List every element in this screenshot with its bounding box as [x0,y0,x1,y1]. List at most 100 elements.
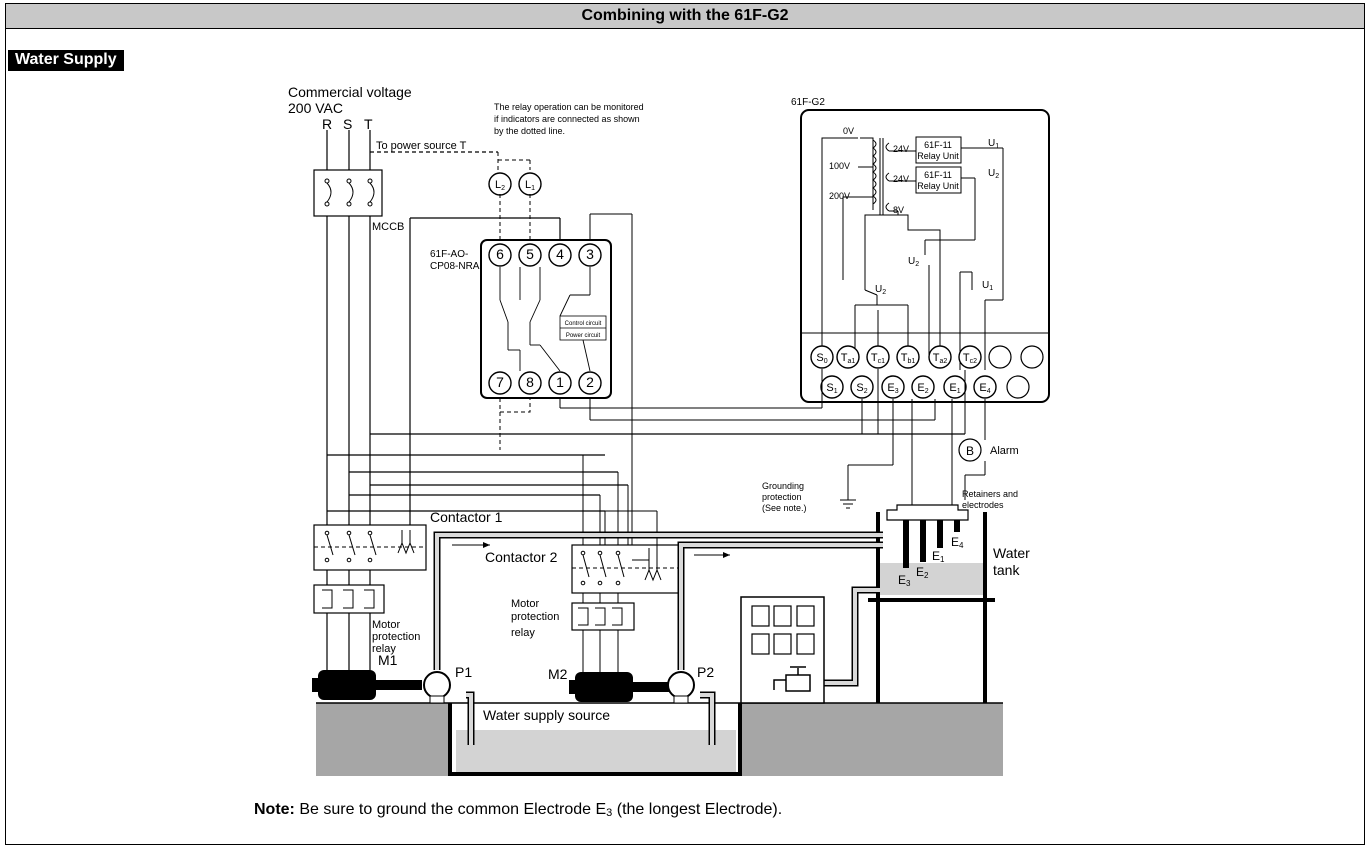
grounding-symbol [840,492,856,509]
svg-text:S0: S0 [816,352,827,365]
indicator-lamp-l1: L1 [518,172,542,196]
g2-terminal-e4: E4 [973,375,997,399]
phase-r: R [322,116,332,132]
note-text: Note: Be sure to ground the common Elect… [254,801,783,819]
svg-text:M2: M2 [548,666,568,682]
svg-text:Relay Unit: Relay Unit [917,151,959,161]
v200-label: 200V [829,191,850,201]
faucet-icon [773,666,811,692]
ao-terminal-5: 5 [518,243,542,267]
svg-text:E3: E3 [887,382,898,395]
svg-text:B: B [966,444,974,458]
water-tank-label-2: tank [993,562,1020,578]
svg-text:S1: S1 [826,382,837,395]
svg-text:P2: P2 [697,664,714,680]
relay-note-line3: by the dotted line. [494,126,565,136]
g2-terminal-ta2: Ta2 [928,345,952,369]
electrode-e2: E2 [916,565,929,580]
alarm-label: Alarm [990,445,1019,457]
g2-terminal-tb1: Tb1 [896,345,920,369]
voltage-value: 200 VAC [288,100,343,116]
diagram-frame: Combining with the 61F-G2 [5,3,1365,845]
water-supply-source-label: Water supply source [483,707,610,723]
electrode-e1: E1 [932,549,945,564]
svg-text:L2: L2 [495,179,505,192]
alarm-buzzer: B Alarm [958,438,1019,462]
svg-text:Tc1: Tc1 [871,352,885,365]
contact-u2-label-b: U2 [875,284,886,296]
g2-terminal-e1: E1 [943,375,967,399]
svg-text:Motor: Motor [511,598,539,610]
grounding-label-3: (See note.) [762,503,807,513]
relay-note-line1: The relay operation can be monitored [494,102,644,112]
svg-text:Ta2: Ta2 [933,352,948,365]
svg-text:Relay Unit: Relay Unit [917,181,959,191]
ao-model-line2: CP08-NRA [430,261,480,272]
svg-text:Tb1: Tb1 [901,352,916,365]
contactor-1-label: Contactor 1 [430,509,503,525]
contactor-1: Contactor 1 [313,509,503,571]
relay-unit-u1-tag: U1 [988,138,999,150]
svg-text:E2: E2 [917,382,928,395]
page-title: Combining with the 61F-G2 [6,4,1364,29]
contactor-2: Contactor 2 [485,544,681,594]
grounding-label-1: Grounding [762,481,804,491]
svg-text:relay: relay [372,643,396,655]
section-label: Water Supply [8,50,124,71]
grounding-label-2: protection [762,492,802,502]
g2-terminal-s2: S2 [850,375,874,399]
motor-m2: M2 [548,666,669,702]
electrode-e3: E3 [898,573,911,588]
water-pipes [433,531,883,745]
svg-text:61F-11: 61F-11 [924,170,952,180]
svg-text:M1: M1 [378,652,398,668]
commercial-voltage-label: Commercial voltage [288,84,412,100]
ao-terminal-4: 4 [548,243,572,267]
g2-terminal-tc1: Tc1 [866,345,890,369]
g2-terminal-ta1: Ta1 [836,345,860,369]
ao-terminal-7: 7 [488,371,512,395]
relay-unit-u2: 61F-11 Relay Unit [917,170,959,191]
relay-note-line2: if indicators are connected as shown [494,114,640,124]
ao-terminal-6: 6 [488,243,512,267]
svg-text:1: 1 [556,374,564,390]
motor-m1: M1 [312,652,422,700]
building-icon [740,596,825,704]
svg-text:6: 6 [496,246,504,262]
retainers-label-1: Retainers and [962,489,1018,499]
svg-text:Tc2: Tc2 [963,352,977,365]
water-tank-label-1: Water [993,545,1030,561]
control-circuit-label: Control circuit [565,321,602,327]
mccb-breaker: MCCB [313,169,404,233]
g2-terminal-e3: E3 [881,375,905,399]
phase-s: S [343,116,352,132]
svg-text:8: 8 [526,374,534,390]
svg-text:protection: protection [511,611,559,623]
mccb-label: MCCB [372,221,404,233]
motor-protection-relay-1: Motor protection relay [313,584,420,655]
g2-terminal-s1: S1 [820,375,844,399]
ao-terminal-1: 1 [548,371,572,395]
ao-terminal-8: 8 [518,371,542,395]
ao-model-line1: 61F-AO- [430,249,468,260]
contact-u1-label: U1 [982,280,993,292]
v24b-label: 24V [893,174,909,184]
v100-label: 100V [829,161,850,171]
ao-terminal-3: 3 [578,243,602,267]
g2-model-label: 61F-G2 [791,97,825,108]
svg-text:61F-11: 61F-11 [924,140,952,150]
svg-text:P1: P1 [455,664,472,680]
electrode-e4: E4 [951,535,964,550]
svg-text:Ta1: Ta1 [841,352,856,365]
contact-u2-label-a: U2 [908,256,919,268]
svg-text:Motor: Motor [372,619,400,631]
g2-terminal-tc2: Tc2 [958,345,982,369]
ground-area [316,702,1003,776]
indicator-lamp-l2: L2 [488,172,512,196]
motor-protection-relay-2: Motor protection relay [511,598,635,639]
svg-text:E1: E1 [949,382,960,395]
pump-p1: P1 [423,664,472,704]
v8-label: 8V [893,205,904,215]
